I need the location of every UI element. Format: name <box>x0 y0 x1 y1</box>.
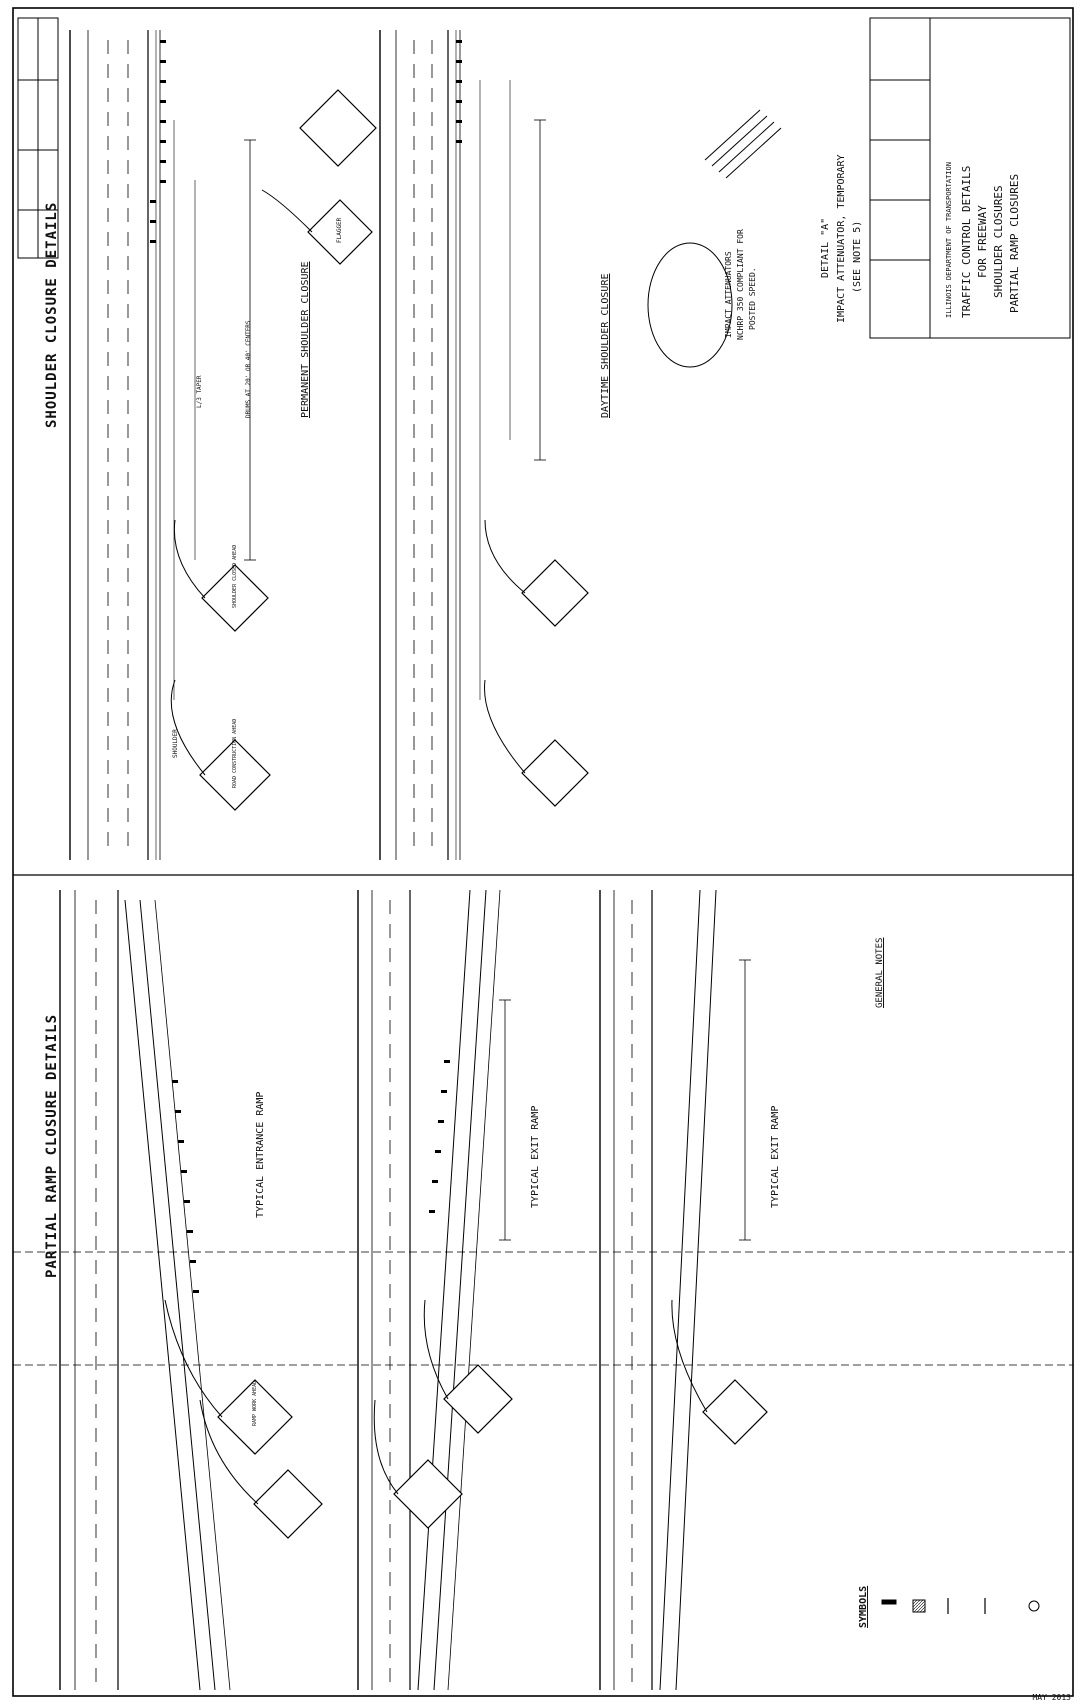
symbols-legend <box>881 1598 1040 1614</box>
title-block-line-2: FOR FREEWAY <box>976 205 989 278</box>
ramp-drums-entrance <box>172 1080 199 1293</box>
ramp-drums-exit-1 <box>429 1060 450 1213</box>
label-shoulder: SHOULDER <box>172 729 179 758</box>
left-panel-title: PARTIAL RAMP CLOSURE DETAILS <box>44 1013 60 1278</box>
dimension-brackets <box>244 119 751 1241</box>
shoulder-closure-drums-2 <box>456 40 462 143</box>
caption-typical-exit-ramp-2: TYPICAL EXIT RAMP <box>770 1105 781 1208</box>
footer-stamp: MAY 2013 <box>1032 1693 1071 1702</box>
detail-a-sub-2: (SEE NOTE 5) <box>852 220 863 293</box>
symbols-heading: SYMBOLS <box>858 1585 869 1628</box>
attenuator-note-3: POSTED SPEED. <box>748 267 757 330</box>
sign-ramp-work-ahead-4 <box>393 1459 463 1529</box>
sign-flagger <box>307 199 373 265</box>
sheet-border <box>12 7 1074 1697</box>
attenuator-note-1: IMPACT ATTENUATORS <box>724 251 733 338</box>
ramp-sign-leaders <box>164 1299 708 1505</box>
caption-typical-entrance-ramp: TYPICAL ENTRANCE RAMP <box>255 1091 266 1218</box>
caption-daytime-shoulder-closure: DAYTIME SHOULDER CLOSURE <box>600 273 611 419</box>
title-block-line-1: TRAFFIC CONTROL DETAILS <box>960 165 973 318</box>
sign-leader-curves <box>170 189 526 776</box>
sign-ramp-work-ahead-3 <box>443 1364 513 1434</box>
sign-ramp-work-ahead-2 <box>253 1469 323 1539</box>
sign-ramp-work-ahead-5 <box>702 1379 768 1445</box>
ramp-roadway-exit-2 <box>599 889 717 1691</box>
sign-text-shoulder-closed-ahead: SHOULDER CLOSED AHEAD <box>232 544 238 608</box>
sign-shoulder-closed-ahead-2 <box>521 559 589 627</box>
ramp-roadway-exit-1 <box>357 889 501 1691</box>
detail-a-attenuator <box>647 109 782 368</box>
sign-text-ramp-work-ahead: RAMP WORK AHEAD <box>252 1380 258 1426</box>
sign-text-road-construction-ahead: ROAD CONSTRUCTION AHEAD <box>232 718 238 788</box>
detail-a-title: DETAIL "A" <box>820 217 831 278</box>
caption-permanent-shoulder-closure: PERMANENT SHOULDER CLOSURE <box>300 261 311 418</box>
title-block-line-4: PARTIAL RAMP CLOSURES <box>1008 173 1021 313</box>
label-spacing: DRUMS AT 20' OR 40' CENTERS <box>245 320 252 418</box>
sign-road-construction-ahead-1 <box>199 739 271 811</box>
shoulder-closure-drums-1 <box>150 40 166 243</box>
sign-text-flagger: FLAGGER <box>336 217 343 243</box>
title-block-line-3: SHOULDER CLOSURES <box>992 185 1005 298</box>
shoulder-closure-roadway-1 <box>69 30 196 860</box>
ramp-roadway-entrance <box>59 890 231 1691</box>
sign-ramp-work-ahead-1 <box>217 1379 293 1455</box>
title-block-agency: ILLINOIS DEPARTMENT OF TRANSPORTATION <box>945 162 953 318</box>
index-box <box>17 17 59 259</box>
attenuator-note-2: NCHRP 350 COMPLIANT FOR <box>736 229 745 340</box>
title-block <box>869 17 1071 339</box>
shoulder-closure-roadway-2 <box>379 30 511 860</box>
general-notes-heading: GENERAL NOTES <box>875 937 885 1008</box>
detail-a-sub-1: IMPACT ATTENUATOR, TEMPORARY <box>836 154 847 323</box>
label-taper: L/3 TAPER <box>196 375 203 408</box>
caption-typical-exit-ramp-1: TYPICAL EXIT RAMP <box>530 1105 541 1208</box>
sign-shoulder-closed-ahead-1 <box>201 564 269 632</box>
sign-road-construction-ahead-2 <box>521 739 589 807</box>
sign-flagger-symbol <box>299 89 377 167</box>
right-panel-title: SHOULDER CLOSURE DETAILS <box>44 201 60 428</box>
